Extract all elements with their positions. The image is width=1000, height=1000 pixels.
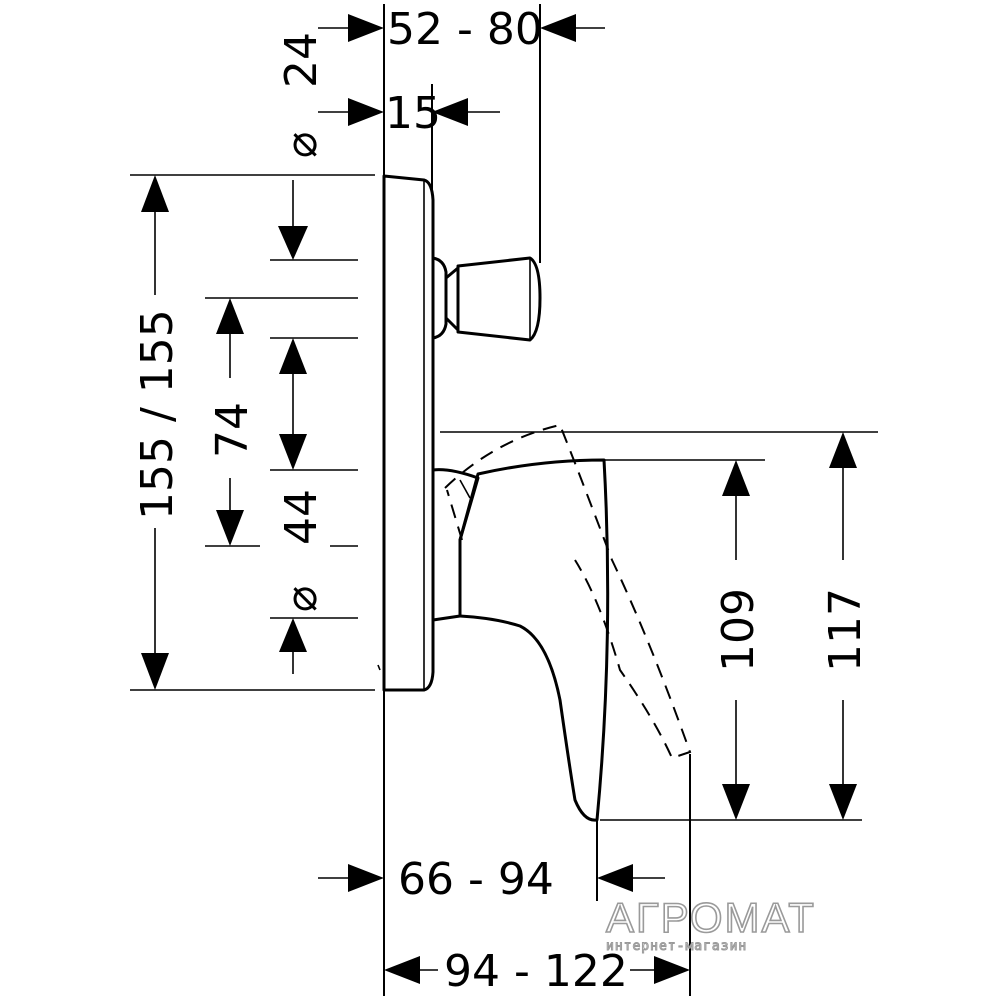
dimension-74: 74 <box>207 298 258 546</box>
dimension-155-155: 155 / 155 <box>132 175 183 690</box>
dim-label-94-122: 94 - 122 <box>444 946 628 997</box>
dimension-52-80: 52 - 80 <box>318 4 605 55</box>
watermark-brand: АГРОМАТ <box>606 894 816 941</box>
watermark-tagline: интернет-магазин <box>606 939 747 954</box>
dim-label-109: 109 <box>713 588 764 672</box>
dim-label-66-94: 66 - 94 <box>398 854 554 905</box>
reference-lines <box>383 4 691 996</box>
diverter-knob <box>432 256 542 342</box>
dimension-109: 109 <box>713 460 764 820</box>
extension-lines <box>130 174 878 821</box>
diameter-symbol: ⌀ <box>276 132 327 159</box>
dimension-44: 44 <box>276 338 327 545</box>
dimension-diameter-24: ⌀ 24 <box>276 32 327 260</box>
dim-label-52-80: 52 - 80 <box>387 4 543 55</box>
dimension-94-122: 94 - 122 <box>384 946 690 997</box>
dimension-diameter-lower: ⌀ <box>276 586 327 674</box>
dim-label-74: 74 <box>207 402 258 458</box>
dimension-117: 117 <box>820 432 871 820</box>
dim-label-155-155: 155 / 155 <box>132 309 183 520</box>
dim-label-15: 15 <box>385 88 441 139</box>
cover-plate <box>377 174 435 692</box>
dimension-66-94: 66 - 94 <box>318 854 665 905</box>
dim-label-117: 117 <box>820 588 871 672</box>
dim-label-44: 44 <box>276 489 327 545</box>
dimension-15: 15 <box>318 88 500 139</box>
diameter-symbol-lower: ⌀ <box>276 586 327 613</box>
watermark-logo: АГРОМАТ интернет-магазин <box>605 893 816 954</box>
dim-label-24: 24 <box>276 32 327 88</box>
lever-handle <box>432 423 692 822</box>
